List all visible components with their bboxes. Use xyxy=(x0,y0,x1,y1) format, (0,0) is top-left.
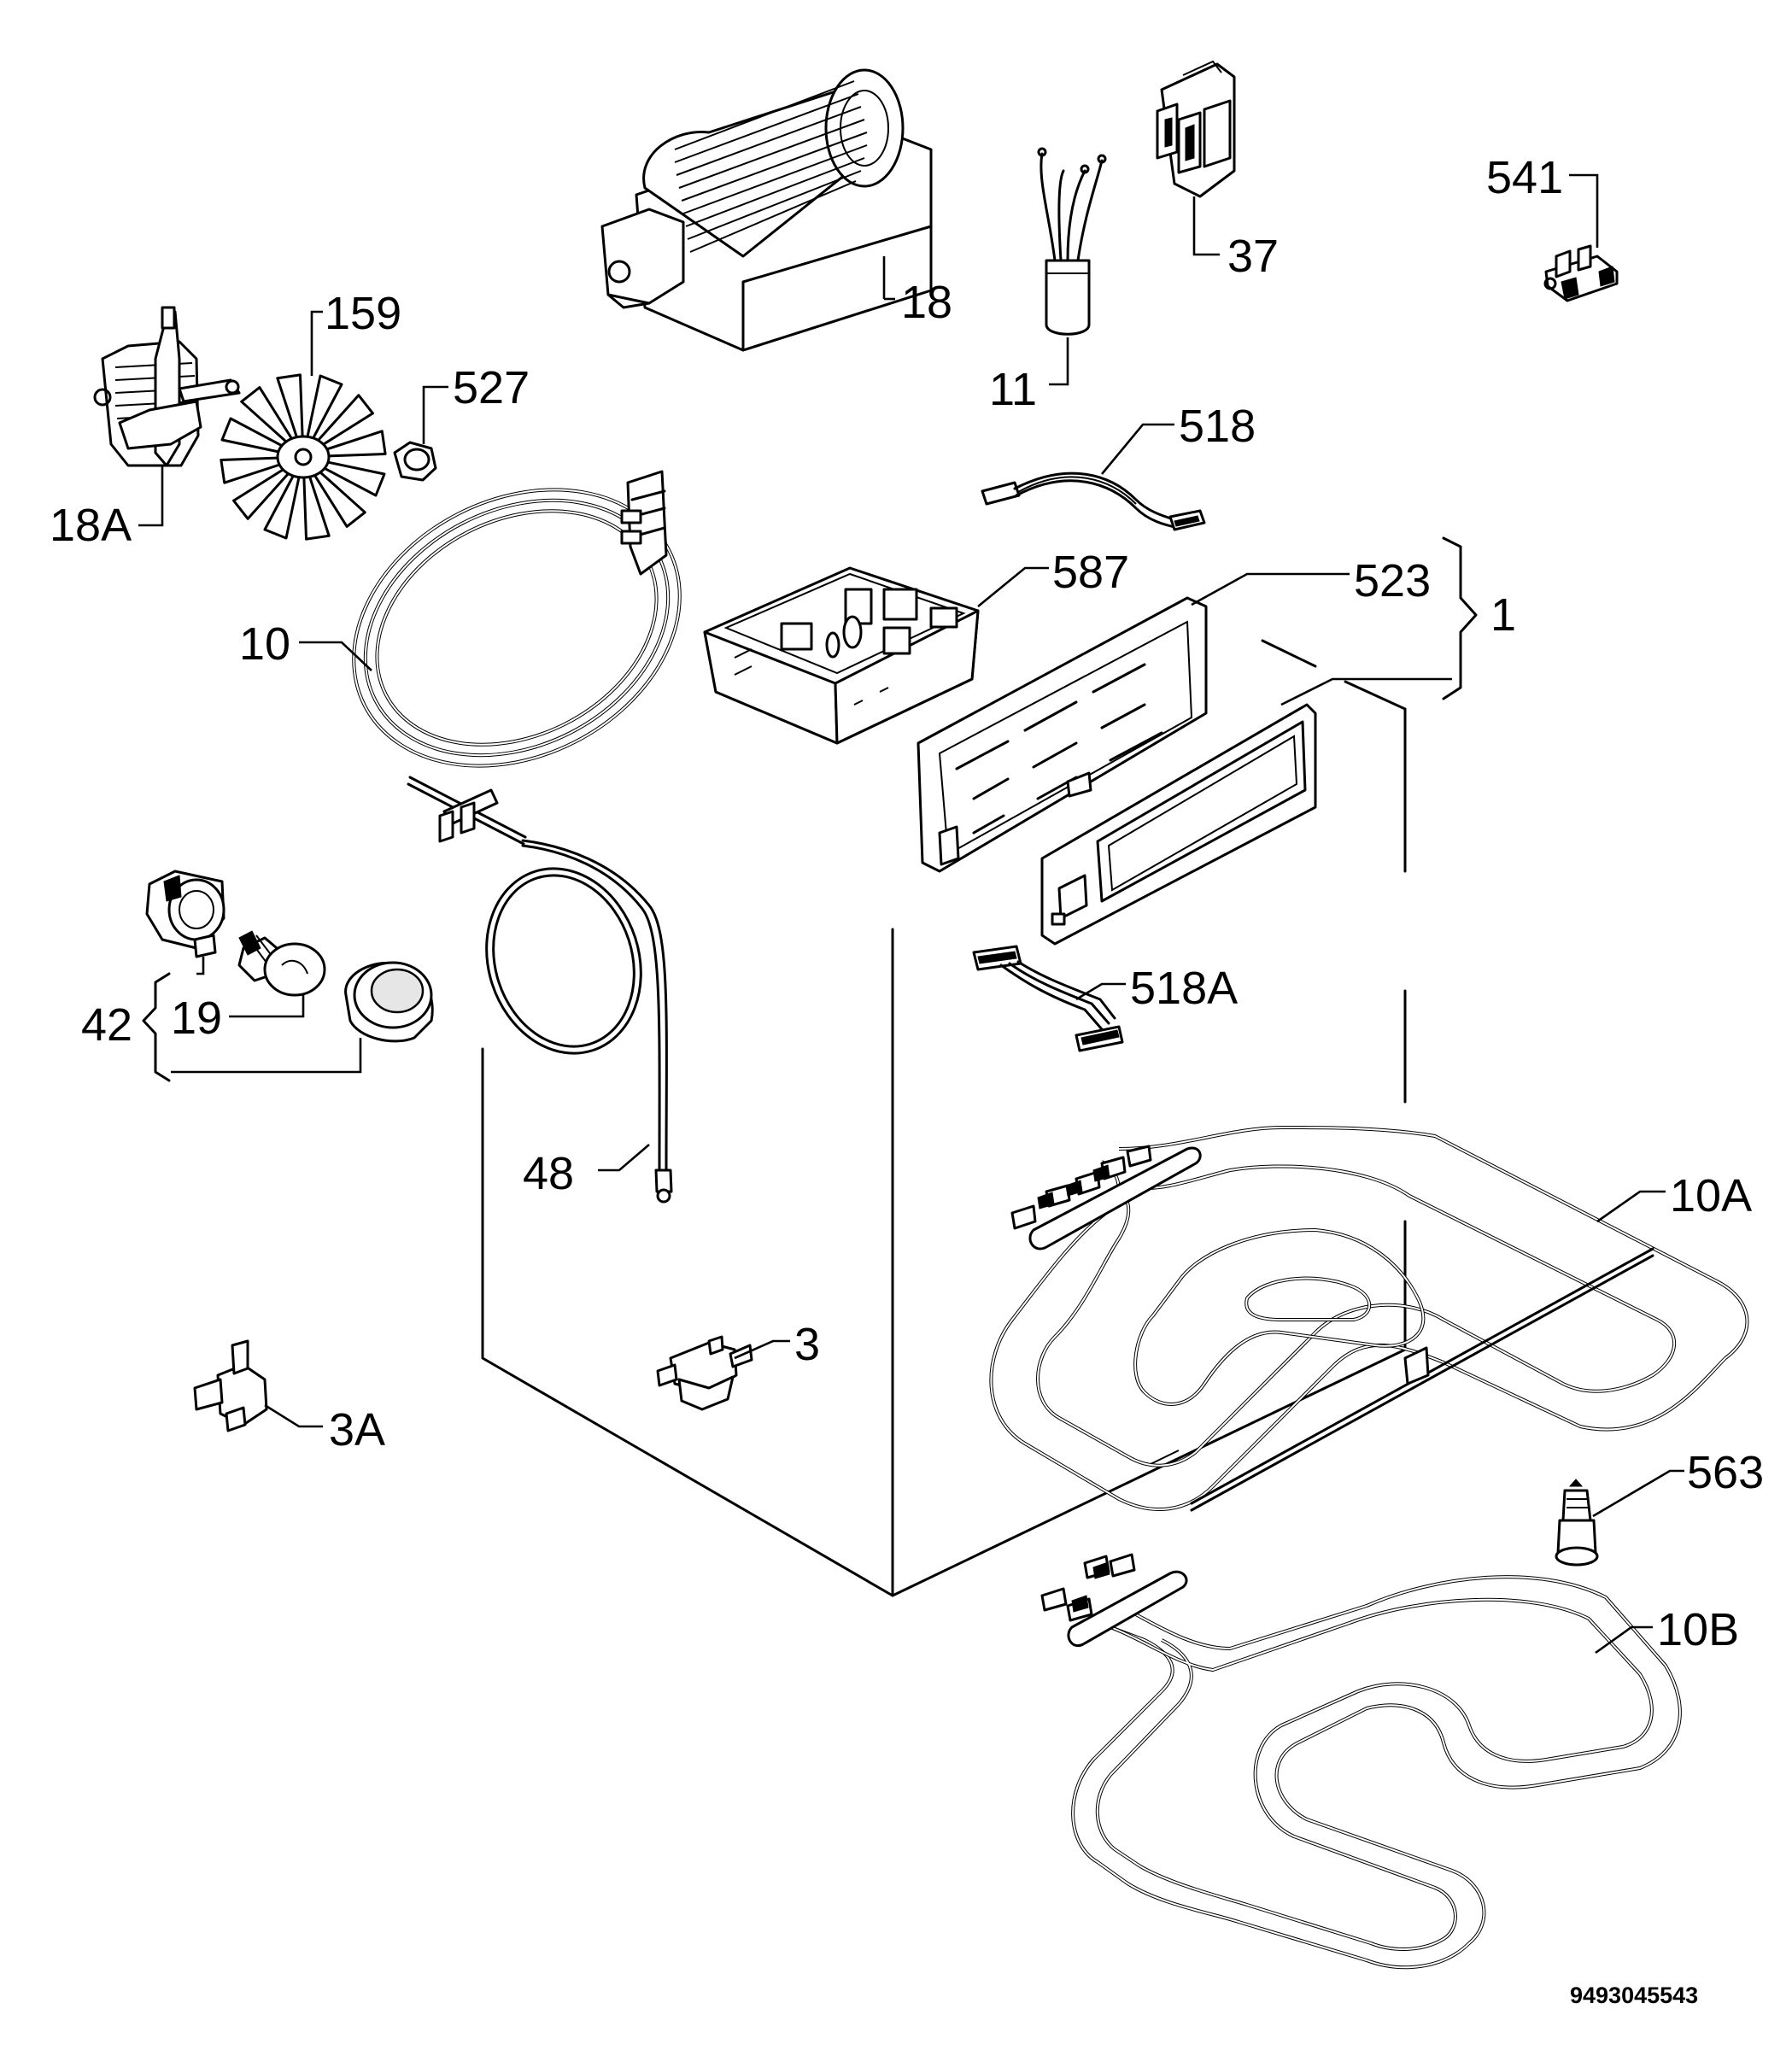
label-159: 159 xyxy=(325,288,401,339)
circular-heating-element-part-10: 10 xyxy=(239,470,682,768)
label-11: 11 xyxy=(989,364,1037,415)
label-19: 19 xyxy=(171,993,222,1044)
label-518: 518 xyxy=(1179,401,1256,452)
display-board xyxy=(1040,677,1452,946)
connector-part-541: 541 xyxy=(1486,152,1619,302)
label-3A: 3A xyxy=(329,1404,385,1456)
label-10A: 10A xyxy=(1670,1170,1752,1221)
lamp-holder xyxy=(145,870,225,958)
label-563: 563 xyxy=(1687,1447,1764,1498)
label-587: 587 xyxy=(1052,547,1129,598)
label-1: 1 xyxy=(1490,589,1516,641)
fan-motor-part-18A: 18A xyxy=(50,306,241,551)
label-541: 541 xyxy=(1486,152,1563,203)
foot-part-563: 563 xyxy=(1555,1447,1764,1567)
bottom-heating-element-part-10B: 10B xyxy=(1040,1553,1739,1970)
label-523: 523 xyxy=(1354,555,1431,606)
panel-frame-part-523: 523 xyxy=(916,555,1431,873)
thermostat-part-3: 3 xyxy=(656,1319,820,1411)
label-42: 42 xyxy=(81,999,132,1051)
ribbon-cable-part-518A: 518A xyxy=(972,945,1238,1052)
tangential-fan-part-18: 18 xyxy=(600,68,952,352)
grill-heating-element-part-10A: 10A xyxy=(989,1126,1752,1512)
fan-blade-part-159: 159 xyxy=(220,288,401,541)
terminal-block-part-37: 37 xyxy=(1156,60,1279,282)
lamp-cover xyxy=(344,961,434,1043)
lamp-bulb-part-19 xyxy=(237,930,326,997)
label-527: 527 xyxy=(453,362,530,413)
nut-part-527: 527 xyxy=(393,362,530,482)
label-10: 10 xyxy=(239,618,290,670)
wiring-harness-part-518: 518 xyxy=(981,401,1256,531)
label-48: 48 xyxy=(523,1148,574,1199)
lamp-assembly-part-42: 19 42 xyxy=(81,957,362,1082)
label-18A: 18A xyxy=(50,500,132,551)
safety-thermostat-part-3A: 3A xyxy=(193,1339,385,1456)
suppressor-part-11: 11 xyxy=(989,147,1107,415)
power-board-part-587: 587 xyxy=(703,547,1129,745)
label-3: 3 xyxy=(794,1319,820,1370)
label-18: 18 xyxy=(901,277,952,328)
assembly-bracket-1: 1 xyxy=(1442,536,1516,700)
temperature-sensor-part-48: 48 xyxy=(407,776,673,1204)
drawing-number: 9493045543 xyxy=(1570,1983,1698,2008)
label-518A: 518A xyxy=(1130,963,1238,1014)
label-37: 37 xyxy=(1227,231,1279,282)
label-10B: 10B xyxy=(1657,1604,1739,1655)
